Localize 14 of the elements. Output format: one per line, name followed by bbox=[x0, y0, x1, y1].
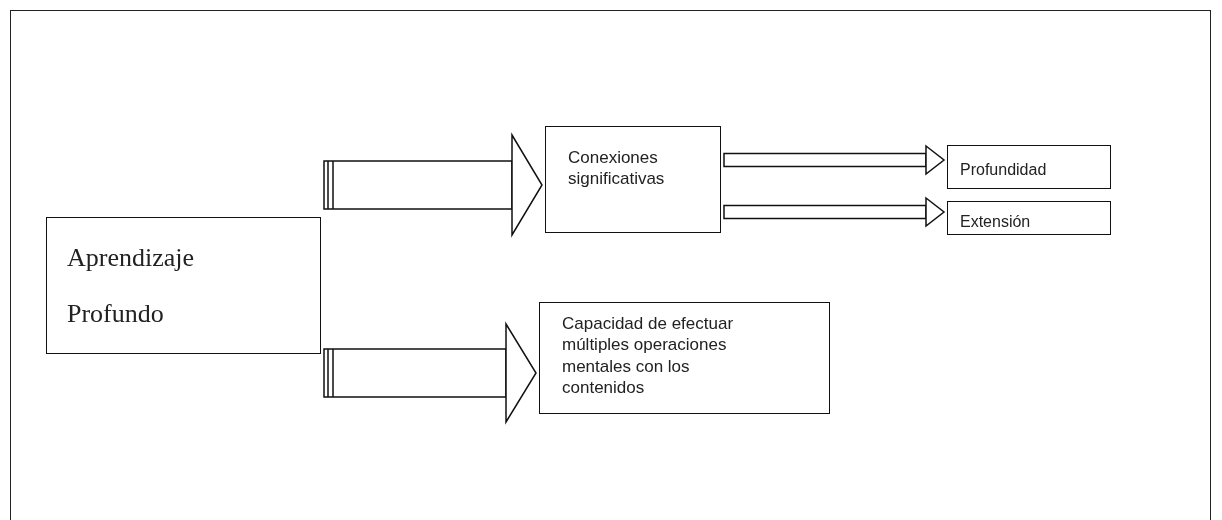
box-label: Extensión bbox=[960, 212, 1032, 232]
box-label: Profundidad bbox=[960, 160, 1048, 180]
text-box bbox=[947, 145, 1111, 189]
box-label: Capacidad de efectuar múltiples operaciones mentales con los contenidos bbox=[562, 313, 735, 398]
text-box bbox=[46, 217, 321, 354]
box-label: Conexiones significativas bbox=[568, 147, 666, 190]
text-box bbox=[545, 126, 721, 233]
block-arrow bbox=[723, 145, 945, 175]
box-label: Aprendizaje Profundo bbox=[67, 242, 196, 330]
text-box bbox=[539, 302, 830, 414]
block-arrow bbox=[323, 323, 537, 423]
block-arrow bbox=[323, 134, 543, 236]
text-box bbox=[947, 201, 1111, 235]
block-arrow bbox=[723, 197, 945, 227]
